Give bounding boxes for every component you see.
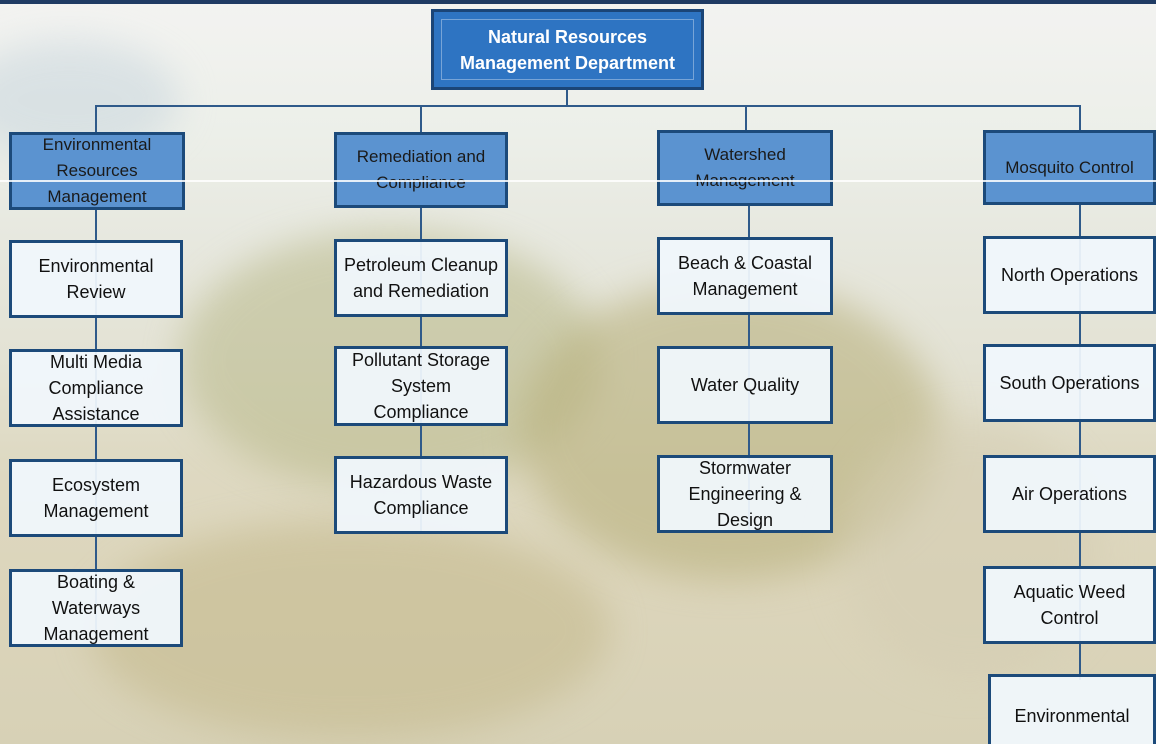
unit-pollutant-storage-system-compliance[interactable]: Pollutant Storage System Compliance <box>334 346 508 426</box>
connector-column-1 <box>95 210 97 646</box>
unit-stormwater-engineering-and-design[interactable]: Stormwater Engineering & Design <box>657 455 833 533</box>
unit-label: Hazardous Waste Compliance <box>349 472 493 518</box>
top-rule <box>0 0 1156 4</box>
unit-petroleum-cleanup-and-remediation[interactable]: Petroleum Cleanup and Remediation <box>334 239 508 317</box>
unit-beach-and-coastal-management[interactable]: Beach & Coastal Management <box>657 237 833 315</box>
unit-water-quality[interactable]: Water Quality <box>657 346 833 424</box>
division-mosquito-control[interactable]: Mosquito Control <box>983 130 1156 205</box>
unit-multi-media-compliance-assistance[interactable]: Multi Media Compliance Assistance <box>9 349 183 427</box>
connector-root-down <box>566 89 568 106</box>
division-label: Mosquito Control <box>1005 157 1134 177</box>
unit-label: North Operations <box>1000 265 1139 285</box>
unit-label: Aquatic Weed Control <box>1013 582 1126 628</box>
connector-horizontal-bus <box>95 105 1081 107</box>
unit-air-operations[interactable]: Air Operations <box>983 455 1156 533</box>
unit-label: Water Quality <box>690 375 800 395</box>
horizontal-glare-line <box>0 180 1156 182</box>
division-label: Watershed Management <box>695 145 795 190</box>
connector-division-2 <box>420 105 422 132</box>
unit-label: Environmental <box>1014 706 1130 726</box>
unit-ecosystem-management[interactable]: Ecosystem Management <box>9 459 183 537</box>
division-label: Remediation and Compliance <box>356 147 486 192</box>
connector-division-1 <box>95 105 97 132</box>
connector-division-4 <box>1079 105 1081 130</box>
unit-label: Pollutant Storage System Compliance <box>351 350 491 422</box>
unit-label: Stormwater Engineering & Design <box>688 458 802 530</box>
unit-north-operations[interactable]: North Operations <box>983 236 1156 314</box>
unit-hazardous-waste-compliance[interactable]: Hazardous Waste Compliance <box>334 456 508 534</box>
unit-environmental-review[interactable]: Environmental Review <box>9 240 183 318</box>
root-node[interactable]: Natural Resources Management Department <box>431 9 704 90</box>
unit-south-operations[interactable]: South Operations <box>983 344 1156 422</box>
unit-label: Petroleum Cleanup and Remediation <box>343 255 499 301</box>
root-label-line1: Natural Resources <box>487 26 648 47</box>
unit-environmental[interactable]: Environmental <box>988 674 1156 744</box>
unit-aquatic-weed-control[interactable]: Aquatic Weed Control <box>983 566 1156 644</box>
root-label-line2: Management Department <box>459 52 676 73</box>
unit-label: South Operations <box>999 373 1140 393</box>
connector-division-3 <box>745 105 747 130</box>
unit-label: Environmental Review <box>38 256 154 302</box>
unit-label: Air Operations <box>1011 484 1128 504</box>
division-environmental-resources-management[interactable]: Environmental Resources Management <box>9 132 185 210</box>
connector-column-4 <box>1079 205 1081 680</box>
unit-label: Beach & Coastal Management <box>677 253 813 299</box>
unit-label: Ecosystem Management <box>43 475 149 521</box>
unit-label: Boating & Waterways Management <box>43 572 149 644</box>
unit-boating-and-waterways-management[interactable]: Boating & Waterways Management <box>9 569 183 647</box>
division-remediation-and-compliance[interactable]: Remediation and Compliance <box>334 132 508 208</box>
unit-label: Multi Media Compliance Assistance <box>48 352 144 424</box>
division-label: Environmental Resources Management <box>42 135 152 206</box>
division-watershed-management[interactable]: Watershed Management <box>657 130 833 206</box>
